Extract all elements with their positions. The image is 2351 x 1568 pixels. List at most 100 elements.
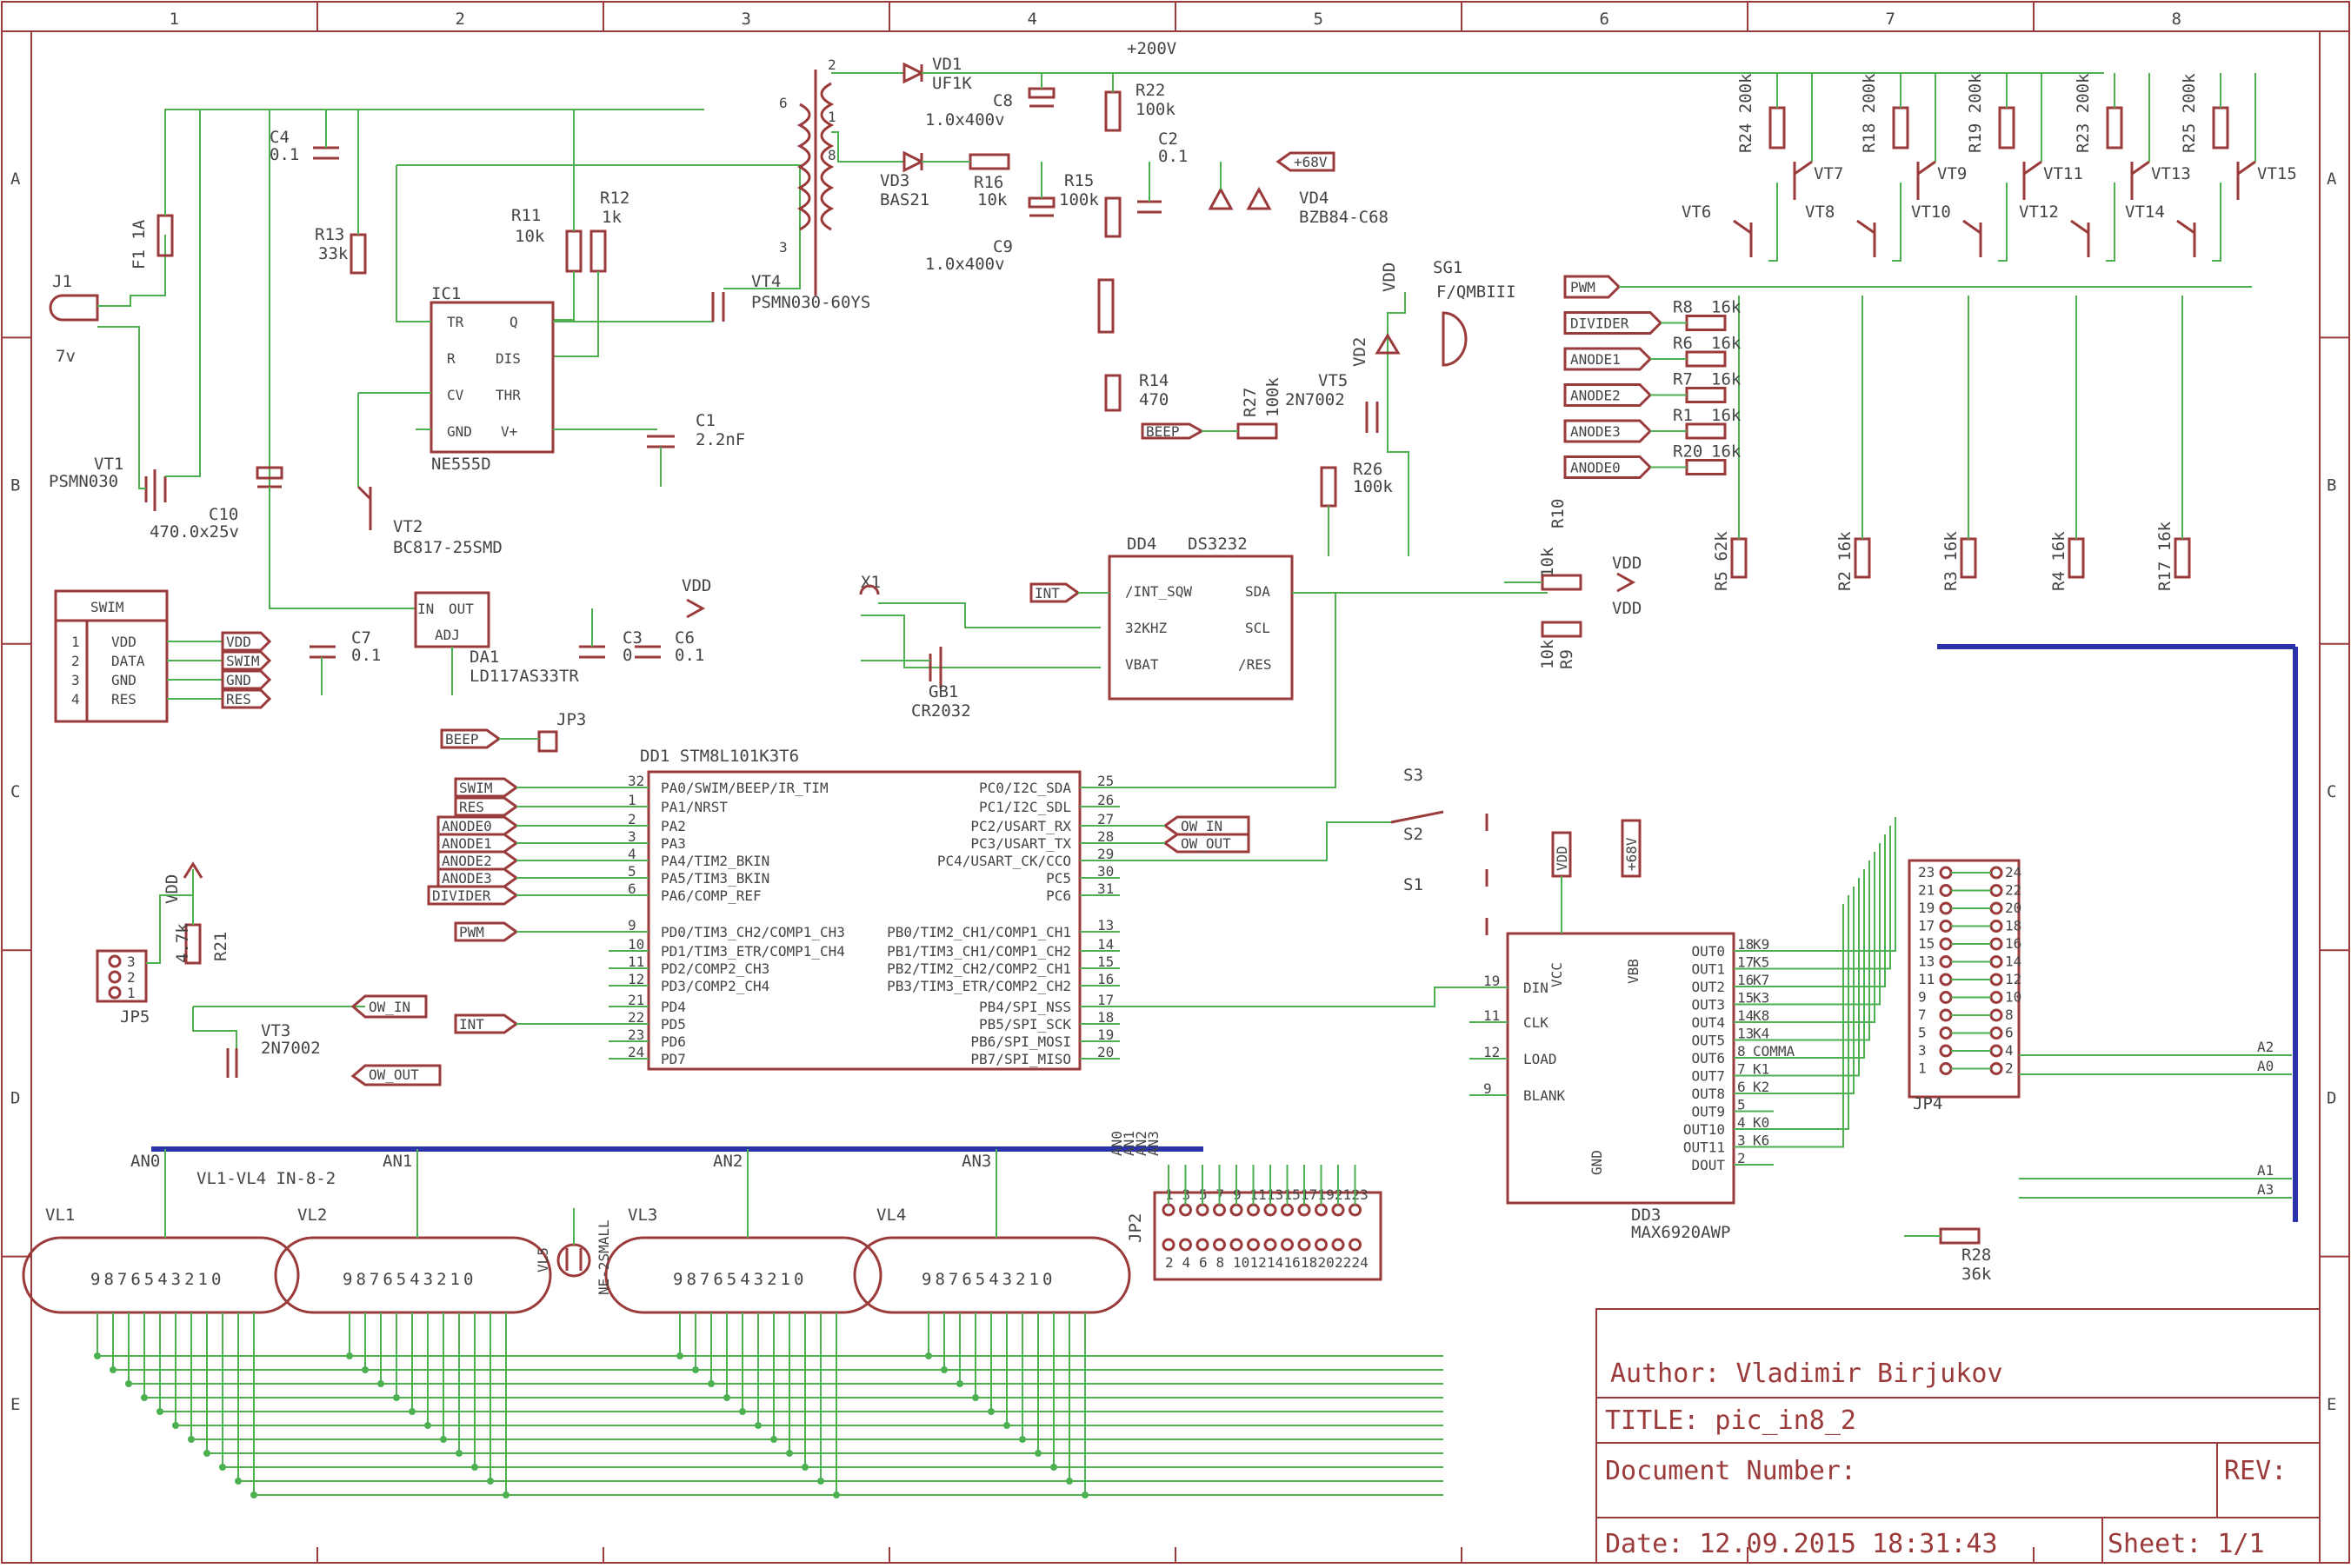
dd4-rtc: [1108, 555, 1294, 701]
dd1-pin-num-right: 18: [1097, 1009, 1114, 1026]
dd1-port-left-label: SWIM: [459, 780, 493, 796]
r10-value: 10k: [1538, 547, 1557, 577]
anode-pnp: VT14: [2125, 203, 2165, 222]
dd1-pin-left: PA3: [661, 835, 686, 852]
ic1-part: NE555D: [431, 455, 491, 474]
jp4-pin: 17: [1918, 918, 1935, 934]
dd3-vbb: VBB: [1625, 959, 1642, 984]
jp2-pin: 17: [1301, 1186, 1317, 1203]
dd3-body: [1506, 932, 1735, 1205]
swim-connector: [54, 589, 169, 723]
vt5-label: VT5: [1318, 371, 1348, 390]
dd1-pin-right: PB3/TIM3_ETR/COMP2_CH2: [887, 978, 1071, 994]
dd1-port-left-label: ANODE2: [442, 853, 492, 869]
dd1-label: DD1 STM8L101K3T6: [640, 747, 799, 766]
bus-lines: [151, 644, 2298, 1222]
jp5-pin3: 3: [127, 953, 136, 970]
port-int-rtc: [1029, 582, 1081, 603]
dd1-port-left-label: ANODE3: [442, 870, 492, 887]
vt3-label: VT3: [261, 1021, 290, 1040]
jp4-pin: 3: [1918, 1042, 1927, 1059]
jp2-pin: 22: [1335, 1254, 1351, 1271]
jp3-label: JP3: [556, 710, 586, 729]
j1-voltage: 7v: [56, 347, 76, 366]
dd3-pin-right: OUT7: [1691, 1068, 1725, 1085]
dd3-pin-num-right: 14: [1737, 1007, 1754, 1024]
anode-input-label: ANODE0: [1570, 460, 1621, 476]
dd3-pin-num-right: 3: [1737, 1133, 1746, 1149]
col-label: 4: [1028, 10, 1037, 29]
dd1-pin-num-left: 32: [628, 773, 644, 789]
anode-input-val: 16k: [1711, 334, 1742, 353]
dd1-port-left: [436, 815, 519, 836]
anode-top-res: R18 200k: [1860, 73, 1879, 153]
r16-label: R16: [974, 173, 1003, 192]
dd1-port-right-label: OW_OUT: [1181, 835, 1231, 852]
dd4-32khz: 32KHZ: [1125, 620, 1168, 636]
row-label-right: D: [2327, 1088, 2336, 1107]
da1-out: OUT: [449, 601, 474, 617]
dd1-pin-num-left: 11: [628, 953, 644, 970]
swim-port-label: VDD: [226, 634, 251, 650]
anode-pnp: VT12: [2019, 203, 2059, 222]
transformer-secondary: [820, 82, 835, 231]
tubes-note: VL1-VL4 IN-8-2: [196, 1169, 336, 1188]
anode-out-label: A3: [2257, 1181, 2274, 1198]
vd3-label: VD3: [880, 171, 909, 190]
r14-value: 470: [1139, 390, 1169, 409]
dd1-port-left: [454, 921, 519, 942]
dd1-port-left-label: DIVIDER: [432, 887, 491, 904]
swim-pin: 1: [71, 634, 80, 650]
dd3-pin-num-left: 9: [1483, 1080, 1492, 1097]
swim-port: [221, 650, 272, 671]
dd1-pin-num-left: 2: [628, 811, 636, 827]
jp2-pin: 20: [1318, 1254, 1335, 1271]
row-label-left: B: [10, 476, 20, 495]
dd1-pin-left: PD1/TIM3_ETR/COMP1_CH4: [661, 943, 845, 960]
dd3-pin-right: OUT4: [1691, 1014, 1725, 1031]
row-label-right: B: [2327, 476, 2336, 495]
jp2-pin: 13: [1267, 1186, 1283, 1203]
int-rtc-label: INT: [1035, 585, 1060, 601]
jp2-pin: 14: [1267, 1254, 1283, 1271]
ic1-pin-gnd: GND: [447, 423, 472, 440]
dd1-port-left-label: RES: [459, 799, 484, 815]
dd3-pin-num-right: 16: [1737, 972, 1754, 988]
c7-value: 0.1: [351, 646, 381, 665]
dd3-vdd: VDD: [1554, 846, 1570, 871]
ic1-pin-r: R: [447, 350, 456, 367]
c3-label: C3: [623, 628, 643, 648]
nixie-digits: 9876543210: [90, 1270, 224, 1289]
anode-out-label: A0: [2257, 1058, 2274, 1074]
r15-value: 100k: [1059, 190, 1099, 209]
dd1-pin-num-left: 5: [628, 863, 636, 880]
anode-input-label: DIVIDER: [1570, 316, 1629, 332]
da1-label: DA1: [470, 648, 499, 667]
jp4-pin: 15: [1918, 935, 1935, 952]
dd4-int-sqw: /INT_SQW: [1125, 583, 1192, 600]
swim-signal: GND: [111, 672, 137, 688]
dd1-pin-left: PA2: [661, 818, 686, 834]
dd3-pin-left: CLK: [1523, 1014, 1548, 1031]
r11-value: 10k: [515, 227, 545, 246]
dd1-pin-left: PA6/COMP_REF: [661, 887, 762, 904]
tr-pin-8: 8: [828, 147, 836, 163]
anode-input-res: R8: [1673, 298, 1693, 317]
power-section: J1 7v F1 1A VT1 PSMN030 C10 470.0x25v C4…: [49, 39, 2104, 609]
port-ow-out-jp5: [350, 1064, 442, 1086]
dd1-pin-left: PA5/TIM3_BKIN: [661, 870, 769, 887]
jp4-pin: 22: [2005, 882, 2021, 899]
jp4-pin: 5: [1918, 1025, 1927, 1041]
title-block: Author: Vladimir Birjukov TITLE: pic_in8…: [1595, 1308, 2321, 1564]
swim-pin: 4: [71, 691, 80, 708]
dd3-pin-num-right: 15: [1737, 990, 1754, 1007]
swim-port: [221, 669, 272, 690]
anode-pnp: VT8: [1805, 203, 1835, 222]
dd3-v68: +68V: [1623, 837, 1640, 871]
ic1-pin-dis: DIS: [496, 350, 521, 367]
da1-in: IN: [417, 601, 434, 617]
swim-port-label: GND: [226, 672, 251, 688]
vd1-label: VD1: [932, 55, 962, 74]
